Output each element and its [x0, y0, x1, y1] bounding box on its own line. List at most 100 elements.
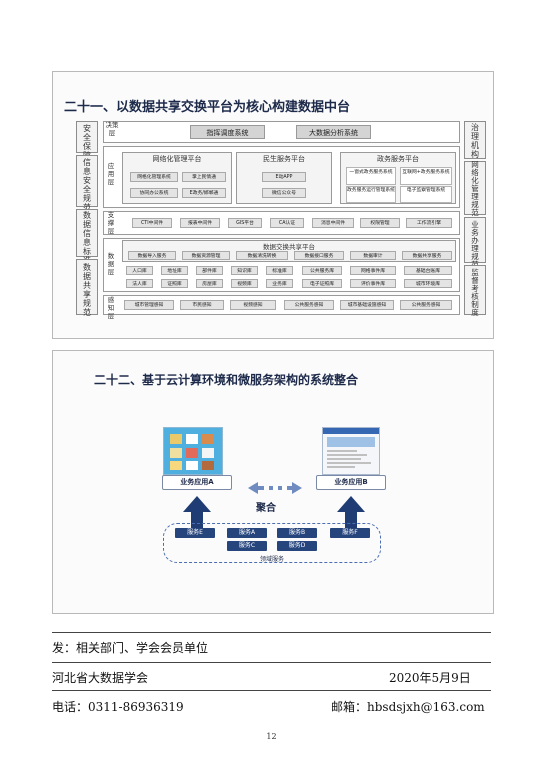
footer-rule-middle — [52, 662, 491, 663]
app-grid-item: 协同办公系统 — [130, 188, 178, 198]
db-item: 知识库 — [231, 266, 258, 275]
left-box-data-sharing-label: 数据共享规范 — [83, 263, 91, 317]
service-c-button[interactable]: 服务C — [227, 541, 267, 551]
section-21-title: 二十一、以数据共享交换平台为核心构建数据中台 — [64, 100, 351, 115]
app-a-tile — [202, 461, 214, 470]
section-22-title: 二十二、基于云计算环境和微服务架构的系统整合 — [94, 373, 359, 387]
decision-item-command: 指挥调度系统 — [190, 125, 265, 139]
footer-recipients: 发：相关部门、学会会员单位 — [52, 641, 209, 655]
right-box-governance-label: 治理机构 — [471, 123, 479, 159]
decision-layer — [103, 121, 460, 143]
support-item: 报表中间件 — [180, 218, 220, 228]
app-a-tile — [186, 434, 198, 444]
left-box-info-security — [76, 155, 98, 207]
app-gov-item: 互联网+政务服务系统 — [400, 167, 452, 185]
left-box-safety — [76, 121, 98, 153]
right-box-business-handling-label: 业务办理规范 — [471, 220, 479, 269]
db-item: 城市环境库 — [404, 279, 452, 288]
service-f-button[interactable]: 服务F — [330, 528, 370, 538]
footer-email: 邮箱：hbsdsjxh@163.com — [331, 700, 485, 714]
db-item: 基础台账库 — [404, 266, 452, 275]
app-grid-item: 掌上民情通 — [182, 172, 226, 182]
db-item: 房屋库 — [196, 279, 223, 288]
decision-item-bigdata: 大数据分析系统 — [296, 125, 371, 139]
domain-services-container — [163, 523, 381, 563]
app-a-tile — [186, 448, 198, 458]
integration-arrows — [183, 482, 365, 530]
support-item: GIS平台 — [228, 218, 262, 228]
platform-item: 数据清洗转换 — [236, 251, 288, 260]
left-box-safety-label: 安全保障 — [83, 124, 91, 160]
app-gov-item: 电子监察管理系统 — [400, 186, 452, 203]
app-b-header — [323, 428, 379, 434]
platform-item: 数据接口服务 — [294, 251, 344, 260]
left-box-data-standard-label: 数据信息标准 — [83, 211, 91, 265]
domain-services-label: 领域服务 — [259, 556, 284, 563]
footer-rule-top — [52, 632, 491, 633]
app-b-box[interactable] — [316, 475, 386, 490]
perception-item: 市民感知 — [180, 300, 224, 310]
app-a-screenshot — [163, 427, 223, 475]
app-b-screenshot — [322, 427, 380, 475]
db-item: 视频库 — [231, 279, 258, 288]
service-b-button[interactable]: 服务B — [277, 528, 317, 538]
support-layer-label: 支撑层 — [107, 211, 115, 235]
db-item: 证照库 — [161, 279, 188, 288]
platform-item: 数据审计 — [350, 251, 396, 260]
db-item: 公共服务库 — [302, 266, 342, 275]
service-e-button[interactable]: 服务E — [175, 528, 215, 538]
app-b-line — [327, 450, 357, 452]
application-layer-label: 应用层 — [107, 162, 115, 186]
app-a-tile — [170, 448, 182, 458]
perception-item: 城市管理感知 — [124, 300, 174, 310]
service-a-button[interactable]: 服务A — [227, 528, 267, 538]
app-a-tile — [202, 434, 214, 444]
service-d-button[interactable]: 服务D — [277, 541, 317, 551]
app-gov-item: 一窗式政务服务系统 — [346, 167, 396, 185]
right-box-business-handling — [464, 217, 486, 263]
aggregate-label: 聚合 — [256, 503, 276, 514]
platform-item: 数据共享服务 — [402, 251, 452, 260]
db-item: 标准库 — [266, 266, 293, 275]
db-item: 法人库 — [126, 279, 153, 288]
app-a-label: 业务应用A — [180, 478, 214, 486]
right-box-governance — [464, 121, 486, 159]
support-item: 工作流引擎 — [406, 218, 452, 228]
microservice-diagram-panel — [52, 350, 494, 614]
platform-item: 数据导入服务 — [128, 251, 176, 260]
right-box-supervision — [464, 265, 486, 315]
app-grid-item: E政务/邯郸通 — [182, 188, 226, 198]
footer-date: 2020年5月9日 — [389, 671, 471, 685]
support-item: CTI中间件 — [132, 218, 172, 228]
perception-layer-label: 感知层 — [107, 296, 115, 320]
app-b-banner — [327, 437, 375, 447]
app-a-box[interactable] — [162, 475, 232, 490]
up-arrow-left-icon — [183, 496, 211, 530]
perception-item: 公共服务感知 — [284, 300, 334, 310]
right-box-grid-management — [464, 161, 486, 215]
left-box-data-sharing — [76, 259, 98, 315]
footer-organization: 河北省大数据学会 — [52, 671, 149, 685]
up-arrow-right-icon — [337, 496, 365, 530]
app-a-tile — [170, 461, 182, 470]
app-a-tile — [170, 434, 182, 444]
app-a-tile — [186, 461, 198, 470]
platform-item: 数据资源管理 — [182, 251, 230, 260]
right-box-supervision-label: 监督考核制度 — [471, 268, 479, 317]
page-number: 12 — [266, 732, 277, 741]
data-exchange-platform-title: 数据交换共享平台 — [263, 243, 315, 251]
perception-item: 视频感知 — [230, 300, 276, 310]
data-layer-label: 数据层 — [107, 252, 115, 276]
db-item: 人口库 — [126, 266, 153, 275]
app-gov-item: 政务服务运行管理系统 — [346, 186, 396, 203]
support-item: 消息中间件 — [312, 218, 354, 228]
app-b-line — [327, 462, 371, 464]
app-livelihood-item: E动APP — [262, 172, 306, 182]
footer-phone: 电话：0311-86936319 — [52, 700, 184, 714]
app-a-tile — [202, 448, 214, 458]
perception-item: 城市基础设施感知 — [340, 300, 394, 310]
app-b-line — [327, 458, 361, 460]
db-item: 评价事件库 — [350, 279, 396, 288]
app-b-line — [327, 454, 367, 456]
app-group-livelihood-title: 民生服务平台 — [263, 155, 305, 163]
